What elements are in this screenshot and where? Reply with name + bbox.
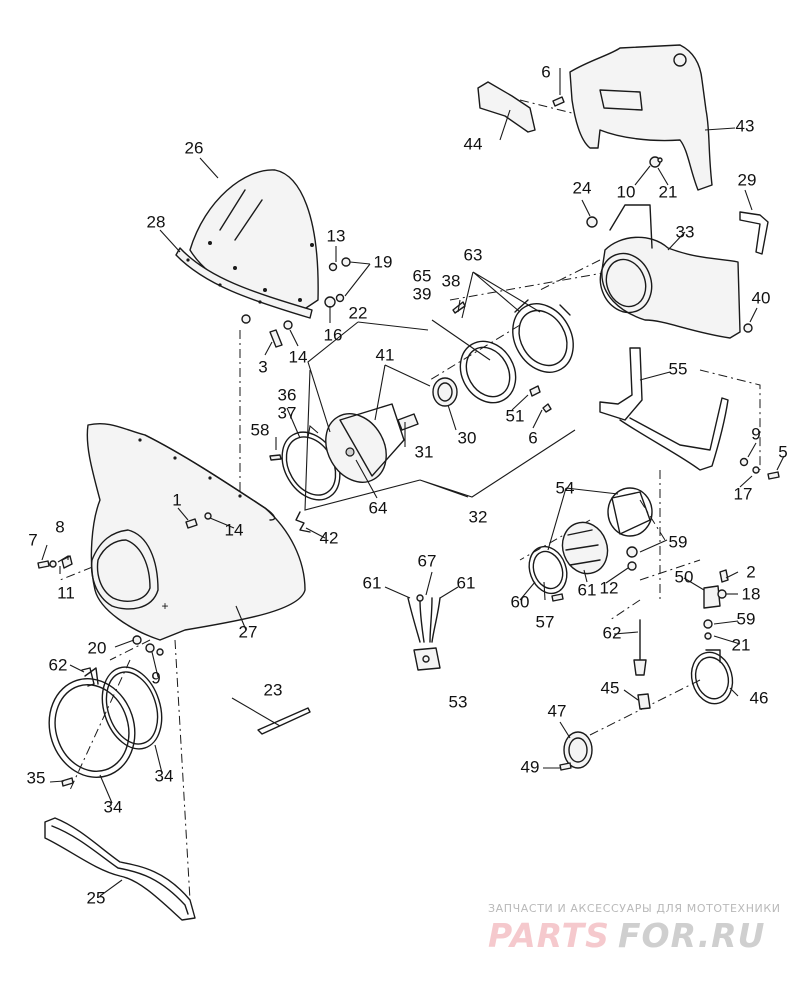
callout-50: 50 [675,568,694,587]
wiring-harness [407,594,441,671]
callout-labels: 26 28 13 19 16 3 14 22 41 65 39 38 63 36… [27,63,788,908]
callout-25: 25 [87,889,106,908]
callout-13: 13 [327,227,346,246]
callout-15: 16 [324,326,343,345]
svg-text:+: + [161,599,168,613]
callout-44: 44 [464,135,483,154]
callout-10: 10 [617,183,636,202]
callout-65-left: 37 [278,404,297,423]
callout-51: 51 [506,407,525,426]
callout-21: 21 [732,636,751,655]
callout-17: 18 [742,585,761,604]
callout-39: 65 [413,267,432,286]
callout-30: 30 [458,429,477,448]
callout-34: 34 [104,798,123,817]
callout-64: 64 [369,499,388,518]
turn-lamp [559,731,593,771]
callout-36: 35 [27,769,46,788]
callout-2: 2 [746,563,755,582]
callout-27: 27 [239,623,258,642]
callout-67: 67 [418,552,437,571]
callout-6-lower: 6 [528,429,537,448]
callout-59: 60 [511,593,530,612]
headlamp-assembly [269,299,574,533]
callout-31: 31 [415,443,434,462]
callout-33: 33 [676,223,695,242]
callout-54: 57 [536,613,555,632]
upper-mount-bracket [477,44,713,191]
callout-65-right: 39 [413,285,432,304]
callout-9: 9 [751,425,760,444]
callout-19: 21 [659,183,678,202]
callout-32: 32 [469,508,488,527]
callout-24: 24 [573,179,592,198]
callout-38: 36 [278,386,297,405]
callout-7: 8 [55,518,64,537]
inner-fairing-bracket [586,204,753,339]
callout-1: 1 [172,491,181,510]
callout-61-left: 61 [363,574,382,593]
windshield-hardware [241,257,351,348]
callout-3: 3 [258,358,267,377]
callout-58: 59 [669,533,688,552]
leader-lines [41,68,785,897]
callout-60: 61 [578,581,597,600]
callout-16: 17 [734,485,753,504]
auxiliary-lamp [528,487,653,602]
callout-56: 58 [251,421,270,440]
callout-40: 40 [752,289,771,308]
callout-62: 62 [49,656,68,675]
callout-49: 49 [521,758,540,777]
callout-37: 38 [442,272,461,291]
callout-20: 20 [88,639,107,658]
callout-29: 29 [738,171,757,190]
watermark-logo-left: PARTS [488,916,610,955]
callout-5: 5 [778,443,787,462]
callout-22: 22 [349,304,368,323]
headlamp-trim-ring [48,666,163,787]
callout-4: 7 [28,531,37,550]
callout-63: 63 [464,246,483,265]
callout-61-right: 61 [457,574,476,593]
callout-41: 41 [376,346,395,365]
callout-61-lower: 62 [603,624,622,643]
lower-light-bracket [599,347,780,480]
fairing-hardware [37,512,212,656]
callout-23: 23 [264,681,283,700]
watermark-logo-right: FOR.RU [618,916,765,955]
callout-12: 12 [600,579,619,598]
watermark-tagline: ЗАПЧАСТИ И АКСЕССУАРЫ ДЛЯ МОТОТЕХНИКИ [488,902,781,915]
callout-14-top: 14 [289,348,308,367]
callout-52: 53 [449,693,468,712]
outer-fairing: + [86,423,306,641]
side-light-bracket [633,569,734,710]
callout-14-lower: 14 [225,521,244,540]
watermark: ЗАПЧАСТИ И АКСЕССУАРЫ ДЛЯ МОТОТЕХНИКИ PA… [488,902,781,955]
callout-55: 55 [669,360,688,379]
callout-8: 9 [151,669,160,688]
callout-57: 59 [737,610,756,629]
callout-6-upper: 6 [541,63,550,82]
callout-47: 47 [548,702,567,721]
fairing-gasket [44,817,196,921]
callout-26: 26 [185,139,204,158]
callout-42: 42 [320,529,339,548]
bracket-rod [257,707,311,735]
key-pin [739,211,769,255]
callout-45: 45 [601,679,620,698]
callout-53: 54 [556,479,575,498]
callout-28: 28 [147,213,166,232]
callout-43: 43 [736,117,755,136]
clip-62 [81,667,95,687]
callout-46: 46 [750,689,769,708]
windshield-trim-strip [175,247,313,319]
callout-18: 19 [374,253,393,272]
callout-35: 34 [155,767,174,786]
callout-11: 11 [57,584,75,603]
